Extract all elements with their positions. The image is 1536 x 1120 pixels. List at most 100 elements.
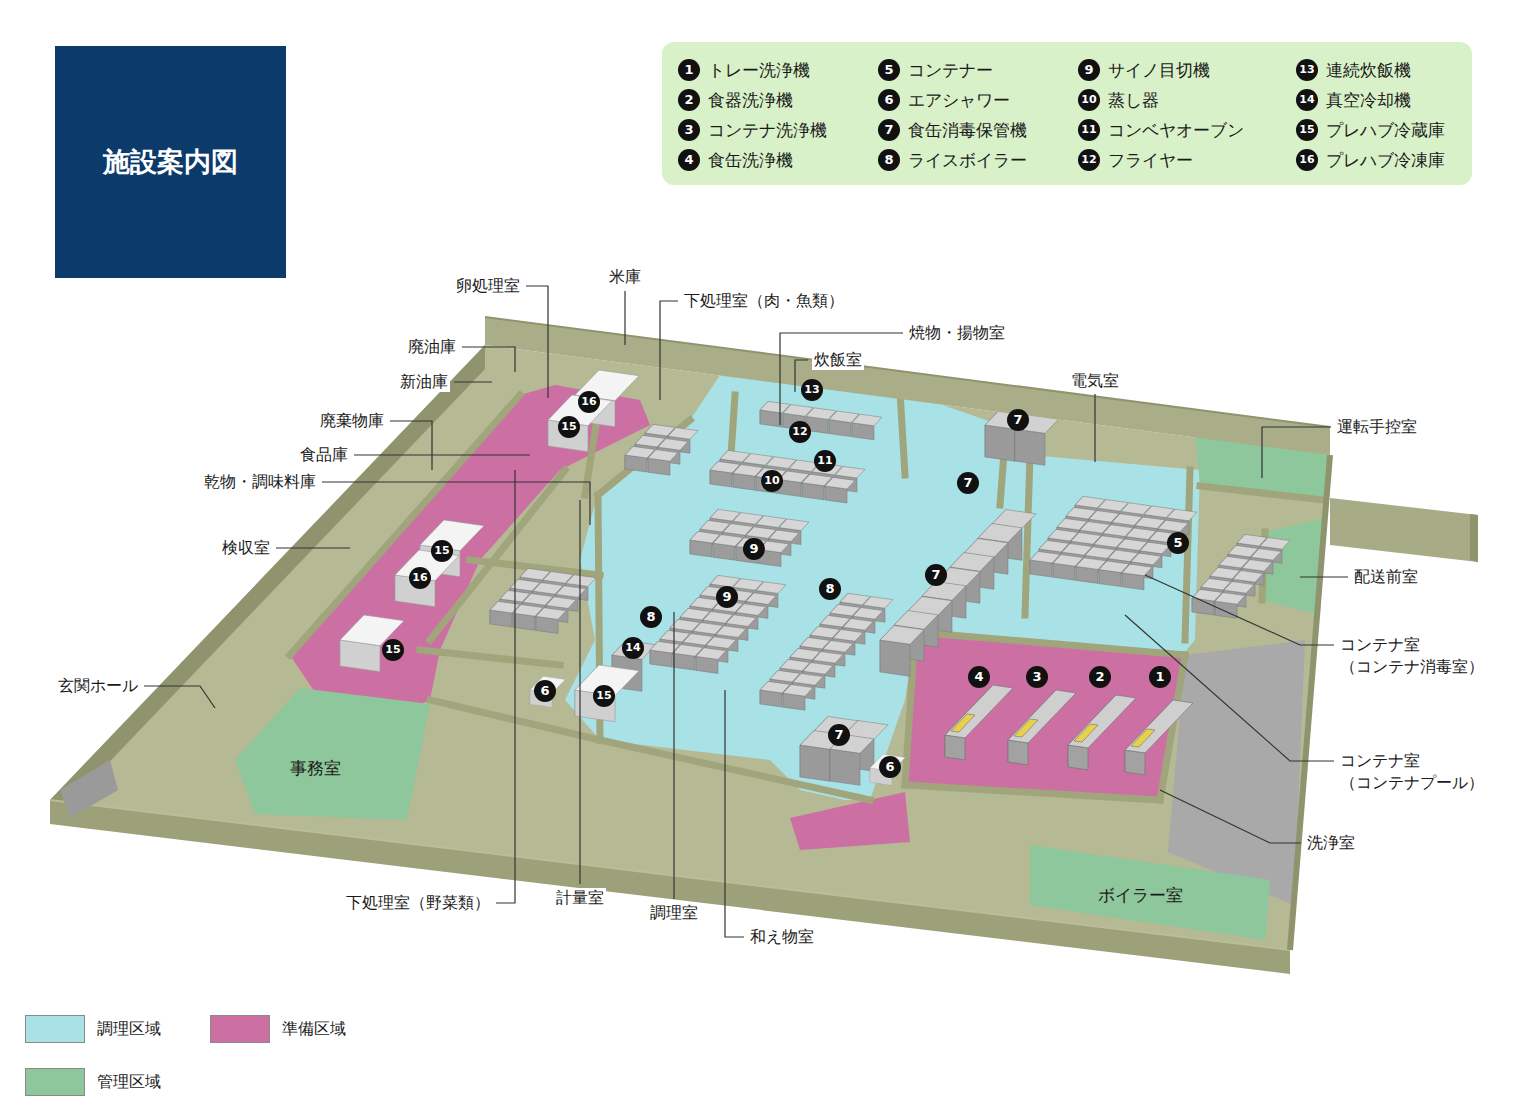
room-label: 食品庫 <box>298 445 350 465</box>
preparation-zone-floor <box>790 792 910 850</box>
callout-number: 3 <box>1026 666 1048 688</box>
leader-line <box>1145 575 1334 645</box>
callout-number: 15 <box>1296 119 1318 141</box>
equipment <box>825 477 855 503</box>
leader-line <box>673 612 674 899</box>
leader-line <box>1300 576 1348 577</box>
equipment <box>1215 593 1245 619</box>
building-floor <box>1168 640 1305 905</box>
callout-number: 15 <box>593 685 615 707</box>
outer-wall <box>485 317 1330 455</box>
leader-line <box>1262 427 1331 478</box>
callout-number: 6 <box>879 756 901 778</box>
callout-number: 15 <box>431 540 453 562</box>
room-label: 新油庫 <box>398 372 450 392</box>
outside-pavement <box>1330 498 1478 562</box>
room-label: 検収室 <box>220 538 272 558</box>
callout-number: 11 <box>1078 119 1100 141</box>
callout-number: 2 <box>1089 666 1111 688</box>
equipment-name: トレー洗浄機 <box>708 59 810 81</box>
outside-pavement <box>1330 498 1478 562</box>
leader-line <box>144 686 215 708</box>
room-label: 米庫 <box>607 267 643 287</box>
callout-number: 7 <box>925 564 947 586</box>
callout-number: 14 <box>622 637 644 659</box>
leader-line <box>1125 615 1334 761</box>
equipment-name: 食缶消毒保管機 <box>908 119 1027 141</box>
equipment <box>945 685 1013 760</box>
room-label: 調理室 <box>648 903 700 923</box>
equipment-key: 1トレー洗浄機2食器洗浄機3コンテナ洗浄機4食缶洗浄機5コンテナー6エアシャワー… <box>662 42 1472 185</box>
legend-text: 準備区域 <box>282 1019 346 1039</box>
callout-number: 1 <box>678 59 700 81</box>
room-label: 運転手控室 <box>1335 417 1419 437</box>
room-label: 配送前室 <box>1352 567 1420 587</box>
interior-wall <box>900 392 905 475</box>
leader-line <box>496 470 515 903</box>
room-region: ボイラー室 <box>1030 845 1270 940</box>
callout-number: 1 <box>1149 666 1171 688</box>
equipment <box>648 450 678 476</box>
equipment-name: 蒸し器 <box>1108 89 1159 111</box>
equipment-name: ライスボイラー <box>908 149 1027 171</box>
equipment-name: 食缶洗浄機 <box>708 149 793 171</box>
equipment-name: 食器洗浄機 <box>708 89 793 111</box>
room-label: 下処理室（野菜類） <box>344 893 492 913</box>
callout-number: 11 <box>814 450 836 472</box>
room-label: 玄関ホール <box>56 676 140 696</box>
building-floor <box>50 345 1330 950</box>
leader-line <box>144 286 1348 937</box>
callout-number: 16 <box>578 391 600 413</box>
callout-number: 12 <box>789 421 811 443</box>
leader-line <box>660 301 678 400</box>
equipment <box>852 414 882 440</box>
title-text: 施設案内図 <box>103 144 238 180</box>
cooking-zone-floor <box>565 375 1200 800</box>
leader-line <box>1160 790 1301 843</box>
interior-wall <box>430 470 565 640</box>
title-panel: 施設案内図 <box>55 46 286 278</box>
callout-number: 13 <box>1296 59 1318 81</box>
callout-number: 16 <box>409 567 431 589</box>
equipment-name: コンテナー <box>908 59 993 81</box>
equipment <box>696 648 726 674</box>
legend-swatch <box>25 1068 85 1096</box>
callout-number: 7 <box>878 119 900 141</box>
equipment <box>575 665 639 722</box>
callout-number: 12 <box>1078 149 1100 171</box>
outer-wall <box>1290 455 1330 950</box>
callout-number: 8 <box>878 149 900 171</box>
callout-number: 16 <box>1296 149 1318 171</box>
callout-number: 8 <box>640 606 662 628</box>
interior-wall <box>290 392 1324 800</box>
callout-number: 3 <box>678 119 700 141</box>
room-label: コンテナ室 （コンテナ消毒室） <box>1338 634 1486 678</box>
room-label: 計量室 <box>554 888 606 908</box>
callout-number: 9 <box>716 586 738 608</box>
legend-swatch <box>25 1015 85 1043</box>
room-floor <box>235 688 430 820</box>
interior-wall <box>1025 455 1030 615</box>
room-floor-shape <box>1030 845 1270 940</box>
callout-number: 5 <box>878 59 900 81</box>
building-floor <box>50 345 1330 950</box>
equipment <box>880 626 924 677</box>
callout-number: 4 <box>678 149 700 171</box>
callout-number: 15 <box>382 639 404 661</box>
preparation-zone-floor <box>290 385 1185 850</box>
callout-number: 6 <box>878 89 900 111</box>
equipment-name: フライヤー <box>1108 149 1193 171</box>
cooking-zone-floor <box>565 375 1200 800</box>
callout-number: 7 <box>957 472 979 494</box>
equipment-name: サイノ目切機 <box>1108 59 1210 81</box>
callout-number: 14 <box>1296 89 1318 111</box>
equipment-name: エアシャワー <box>908 89 1010 111</box>
leader-line <box>526 286 548 398</box>
leader-line <box>579 500 580 884</box>
callout-number: 10 <box>761 470 783 492</box>
room-name: ボイラー室 <box>1098 884 1183 906</box>
interior-wall <box>1200 486 1324 500</box>
leader-line <box>624 291 625 345</box>
legend-text: 調理区域 <box>97 1019 161 1039</box>
